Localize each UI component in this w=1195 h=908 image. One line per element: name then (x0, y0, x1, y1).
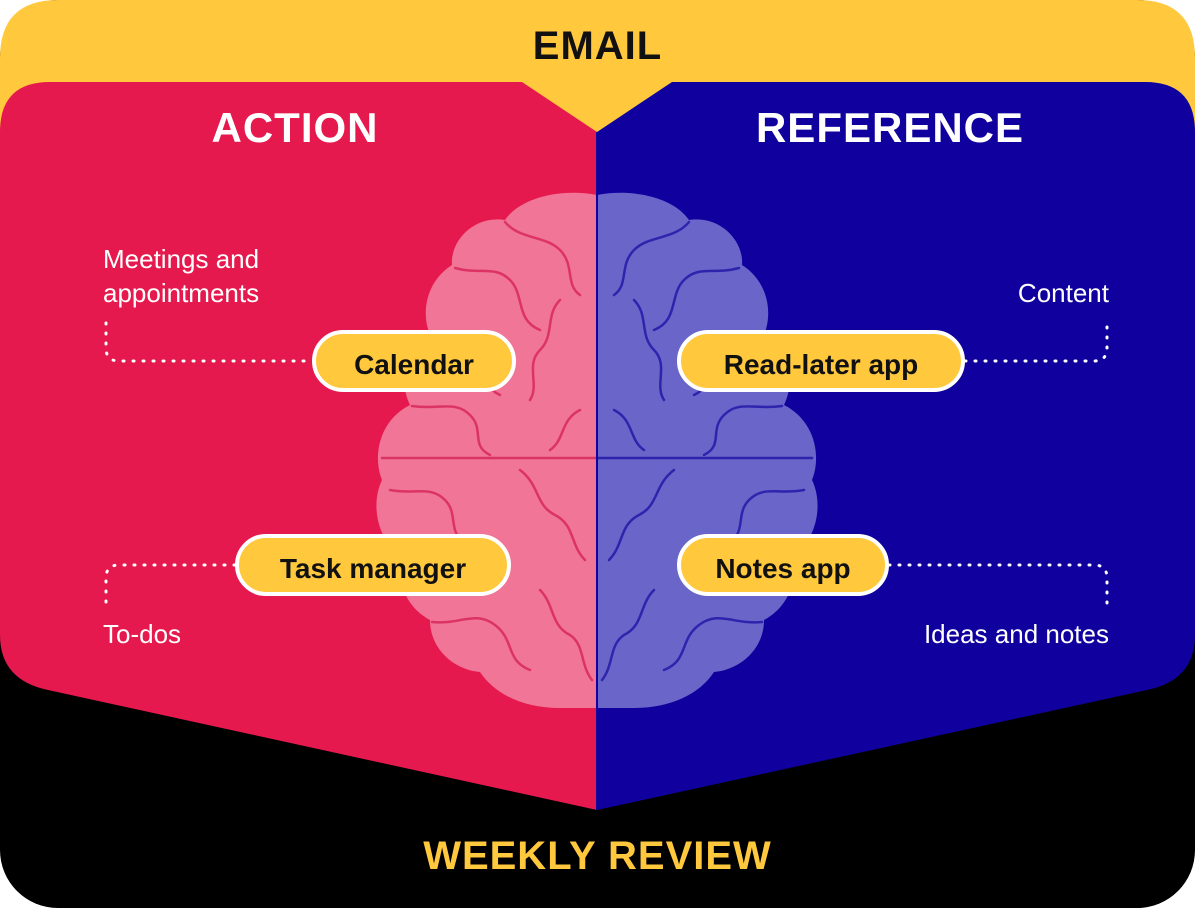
caption-meetings-appointments: Meetings and appointments (103, 244, 260, 308)
action-panel-title: ACTION (211, 104, 379, 151)
email-band-label: EMAIL (532, 24, 663, 68)
calendar-pill[interactable]: Calendar (312, 330, 516, 392)
caption-content: Content (1017, 278, 1109, 308)
read-later-app-pill[interactable]: Read-later app (677, 330, 965, 392)
notes-app-pill[interactable]: Notes app (677, 534, 889, 596)
weekly-review-band-label: WEEKLY REVIEW (423, 834, 772, 878)
caption-todos: To-dos (103, 619, 182, 649)
connector-readlater-content (963, 321, 1109, 363)
task-manager-pill[interactable]: Task manager (235, 534, 511, 596)
reference-panel-title: REFERENCE (755, 104, 1025, 151)
caption-ideas-notes: Ideas and notes (923, 619, 1109, 649)
